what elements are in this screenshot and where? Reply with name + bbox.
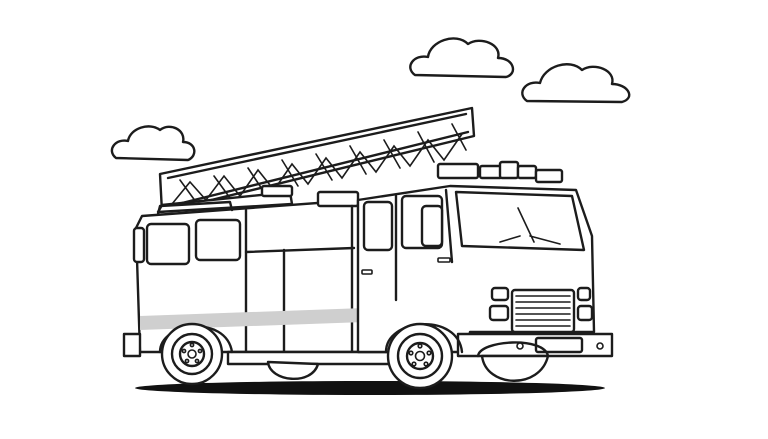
front-right-wheel <box>480 354 550 382</box>
cloud-right-icon <box>521 63 631 104</box>
ladder <box>156 106 476 214</box>
front-grille <box>510 288 576 334</box>
emergency-light-bar <box>436 160 564 184</box>
rear-window-1 <box>145 222 191 266</box>
headlights <box>488 286 594 322</box>
middle-wheel <box>266 360 320 380</box>
ground-shadow <box>135 381 605 395</box>
rear-window-2 <box>194 218 242 262</box>
windshield <box>454 190 586 252</box>
cab <box>356 184 596 354</box>
cloud-left-icon <box>110 125 196 162</box>
cloud-top-icon <box>409 37 515 79</box>
front-wheel <box>386 322 454 390</box>
cab-window-1 <box>362 200 394 252</box>
rear-wheel <box>160 322 224 386</box>
